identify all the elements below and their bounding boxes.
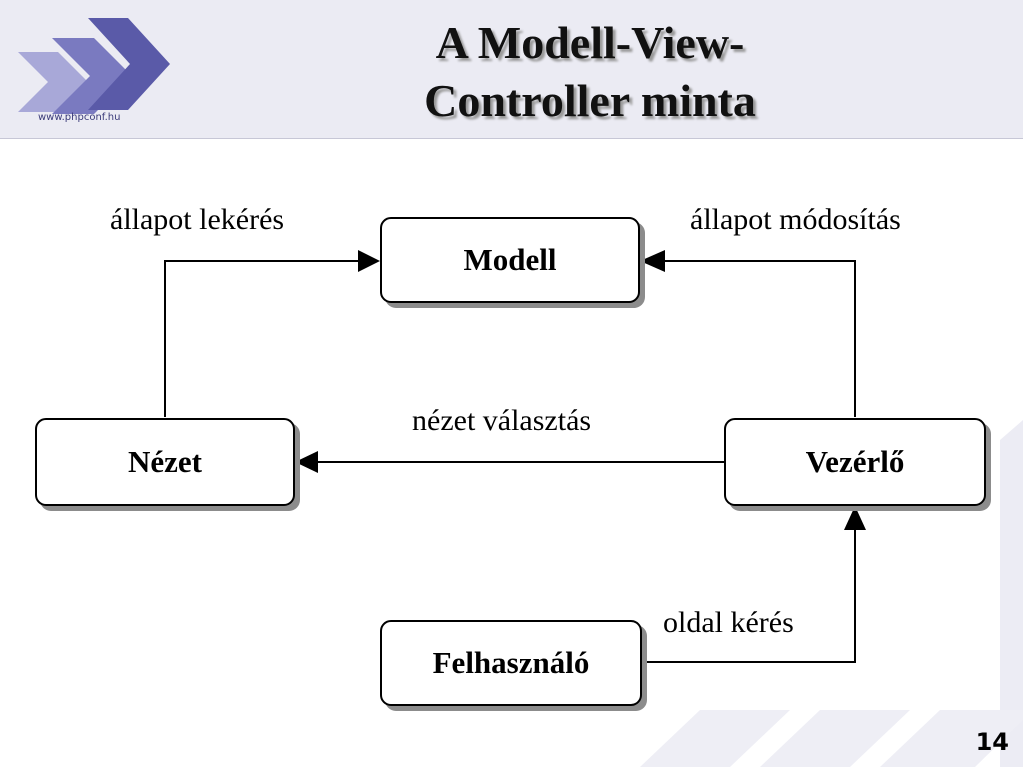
node-vezerlo: Vezérlő xyxy=(724,418,986,506)
label-allapot-lekeres: állapot lekérés xyxy=(110,203,285,236)
arrowhead-to-modell-left xyxy=(358,250,380,272)
label-oldal-keres: oldal kérés xyxy=(663,606,794,639)
arrowhead-to-nezet xyxy=(295,451,318,473)
node-modell: Modell xyxy=(380,217,640,303)
slide-header: www.phpconf.hu A Modell-View- Controller… xyxy=(0,0,1023,139)
title-line-2: Controller minta xyxy=(424,75,756,126)
page-number: 14 xyxy=(975,728,1009,756)
connector-allapot-modositas xyxy=(665,260,856,417)
connector-oldal-keres xyxy=(642,530,856,663)
connector-allapot-lekeres xyxy=(164,260,358,417)
title-line-1: A Modell-View- xyxy=(435,17,745,68)
phpconf-logo-icon xyxy=(18,18,170,114)
logo-caption: www.phpconf.hu xyxy=(38,112,121,123)
label-allapot-modositas: állapot módosítás xyxy=(690,203,901,236)
arrowhead-to-vezerlo xyxy=(844,506,866,530)
slide-title: A Modell-View- Controller minta xyxy=(300,14,880,130)
label-nezet-valasztas: nézet választás xyxy=(412,404,592,437)
node-nezet: Nézet xyxy=(35,418,295,506)
node-felhasznalo: Felhasználó xyxy=(380,620,642,706)
arrowhead-to-modell-right xyxy=(640,250,665,272)
